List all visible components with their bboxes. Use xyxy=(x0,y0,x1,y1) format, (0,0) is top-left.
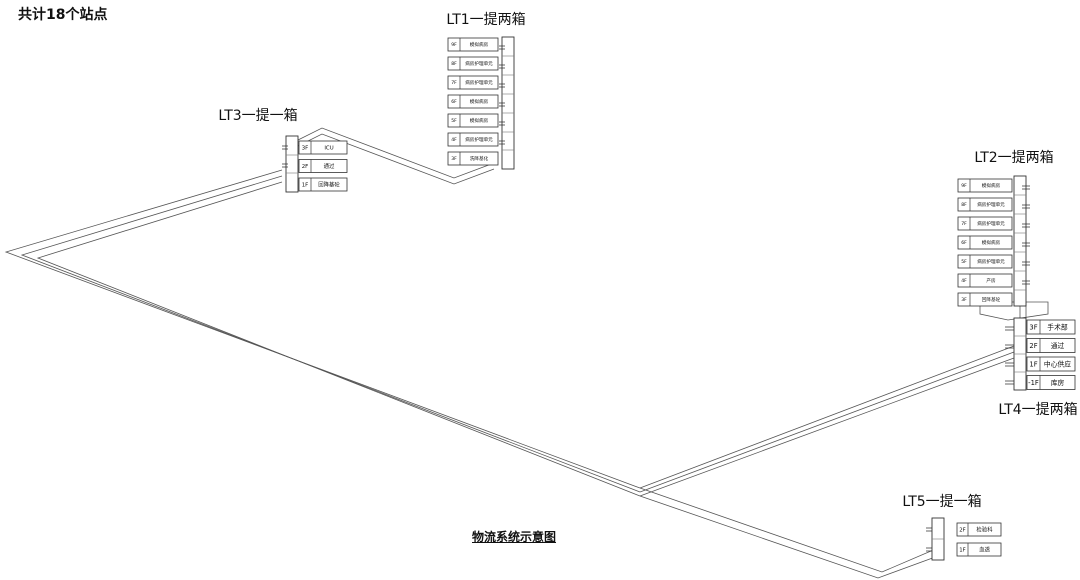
tower-labels: LT1一提两箱 LT2一提两箱 LT3一提一箱 LT4一提两箱 LT5一提一箱 xyxy=(218,12,1077,510)
station-floor: 6F xyxy=(451,99,457,105)
station-name: 通过 xyxy=(1051,341,1065,350)
station-floor: 7F xyxy=(961,221,967,227)
station-name: 库房 xyxy=(1051,378,1065,387)
station-box-lt1-4: 5F 模拟病房 xyxy=(447,113,499,128)
station-floor: 3F xyxy=(1029,323,1037,331)
station-name: 洗降基化 xyxy=(470,155,489,162)
station-floor: 3F xyxy=(451,156,457,162)
station-floor: 6F xyxy=(961,240,967,246)
station-floor: 3F xyxy=(961,297,967,303)
station-name: 病房护理单元 xyxy=(977,258,1005,265)
tower-label-lt5: LT5一提一箱 xyxy=(902,494,981,510)
station-floor: 2F xyxy=(959,527,966,533)
tower-label-lt3: LT3一提一箱 xyxy=(218,108,297,124)
station-name: 病房护理单元 xyxy=(465,60,493,67)
station-floor: 8F xyxy=(451,61,457,67)
shaft-floor-divisions xyxy=(286,55,1026,540)
station-name: 血透 xyxy=(979,545,990,553)
track-lines xyxy=(4,127,1049,579)
dock-markers xyxy=(282,45,1030,552)
station-floor: 1F xyxy=(959,547,966,553)
station-box-lt4-3: -1F 库房 xyxy=(1026,375,1076,390)
station-name: 检验科 xyxy=(976,525,993,533)
station-name: 模拟病房 xyxy=(470,98,489,105)
station-floor: 5F xyxy=(961,259,967,265)
station-box-lt1-0: 9F 模拟病房 xyxy=(447,37,499,52)
station-floor: 1F xyxy=(302,182,309,188)
station-floor: 2F xyxy=(302,164,309,170)
station-box-lt1-3: 6F 模拟病房 xyxy=(447,94,499,109)
station-floor: 3F xyxy=(302,145,309,151)
station-box-lt3-2: 1F 回降基砼 xyxy=(298,177,348,192)
station-name: 模拟病房 xyxy=(470,117,489,124)
station-floor: 2F xyxy=(1029,342,1037,350)
station-floor: 4F xyxy=(961,278,967,284)
station-name: 模拟病房 xyxy=(982,182,1001,189)
station-box-lt4-1: 2F 通过 xyxy=(1026,338,1076,353)
station-floor: 5F xyxy=(451,118,457,124)
diagram-caption: 物流系统示意图 xyxy=(472,530,557,544)
station-name: 模拟病房 xyxy=(982,239,1001,246)
station-name: 回降基砼 xyxy=(318,180,340,188)
station-name: 回降基砼 xyxy=(982,296,1001,303)
station-box-lt2-4: 5F 病房护理单元 xyxy=(957,254,1013,269)
station-floor: 8F xyxy=(961,202,967,208)
station-box-lt1-5: 4F 病房护理单元 xyxy=(447,132,499,147)
tower-label-lt4: LT4一提两箱 xyxy=(998,402,1077,418)
station-name: 病房护理单元 xyxy=(977,220,1005,227)
tower-label-lt1: LT1一提两箱 xyxy=(446,12,525,28)
station-box-lt2-0: 9F 模拟病房 xyxy=(957,178,1013,193)
station-floor: 4F xyxy=(451,137,457,143)
station-box-lt5-1: 1F 血透 xyxy=(956,542,1002,557)
station-box-lt3-0: 3F ICU xyxy=(298,140,348,155)
station-boxes: 9F 模拟病房 8F 病房护理单元 7F 病房护理单元 6F 模拟病房 5F 模拟病房 4F 病房护理… xyxy=(298,37,1076,557)
station-name: 产房 xyxy=(986,277,996,284)
station-floor: 9F xyxy=(451,42,457,48)
station-box-lt2-5: 4F 产房 xyxy=(957,273,1013,288)
station-name: 通过 xyxy=(324,162,335,170)
station-name: 手术部 xyxy=(1047,322,1068,331)
station-box-lt1-2: 7F 病房护理单元 xyxy=(447,75,499,90)
station-box-lt2-1: 8F 病房护理单元 xyxy=(957,197,1013,212)
station-floor: -1F xyxy=(1028,379,1039,387)
station-floor: 9F xyxy=(961,183,967,189)
tower-label-lt2: LT2一提两箱 xyxy=(974,150,1053,166)
station-box-lt2-6: 3F 回降基砼 xyxy=(957,292,1013,307)
station-floor: 7F xyxy=(451,80,457,86)
station-box-lt2-3: 6F 模拟病房 xyxy=(957,235,1013,250)
station-box-lt3-1: 2F 通过 xyxy=(298,159,348,173)
station-name: ICU xyxy=(324,145,333,151)
station-box-lt1-6: 3F 洗降基化 xyxy=(447,151,499,166)
station-box-lt5-0: 2F 检验科 xyxy=(956,522,1002,537)
station-box-lt2-2: 7F 病房护理单元 xyxy=(957,216,1013,231)
station-name: 病房护理单元 xyxy=(977,201,1005,208)
station-box-lt1-1: 8F 病房护理单元 xyxy=(447,56,499,71)
station-name: 模拟病房 xyxy=(470,41,489,48)
station-name: 病房护理单元 xyxy=(465,136,493,143)
station-name: 病房护理单元 xyxy=(465,79,493,86)
station-count-label: 共计18个站点 xyxy=(18,7,108,23)
station-box-lt4-2: 1F 中心供应 xyxy=(1026,356,1076,372)
station-name: 中心供应 xyxy=(1044,359,1071,368)
station-box-lt4-0: 3F 手术部 xyxy=(1026,319,1076,335)
station-floor: 1F xyxy=(1029,360,1037,368)
